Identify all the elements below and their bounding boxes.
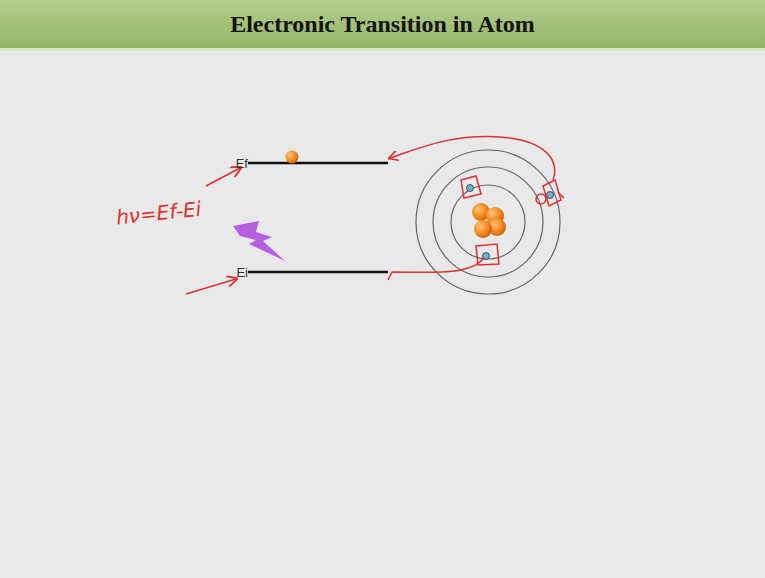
pointer-arrow bbox=[206, 168, 240, 186]
pointer-arrow bbox=[186, 279, 236, 294]
handwritten-formula: hν=Ef-Ei bbox=[115, 197, 202, 230]
title-band bbox=[0, 0, 765, 48]
title-rule bbox=[0, 48, 765, 51]
energy-level-final bbox=[248, 162, 388, 165]
energy-level-initial bbox=[248, 271, 388, 274]
slide-title: Electronic Transition in Atom bbox=[0, 0, 765, 48]
electron-ball bbox=[286, 151, 299, 164]
level-label: Ef bbox=[236, 156, 248, 171]
photon-lightning bbox=[233, 221, 285, 261]
hand-annotation bbox=[388, 137, 564, 280]
level-label: Ei bbox=[236, 265, 248, 280]
